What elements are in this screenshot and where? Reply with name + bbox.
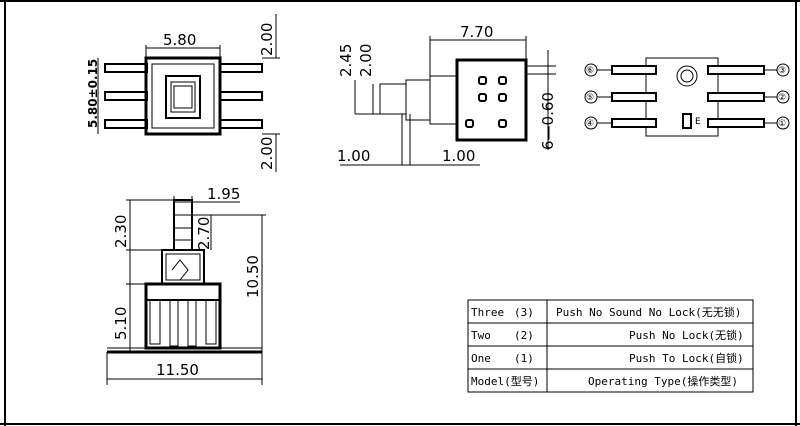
table-row-3-code: (3) (514, 306, 534, 319)
pin-1: ① (778, 119, 786, 129)
model-table: Three (3) Push No Sound No Lock(无无锁) Two… (467, 299, 754, 393)
pin-3: ③ (778, 66, 786, 76)
dim-side-stroke-a: 2.45 (337, 44, 355, 77)
dim-top-height: 5.80±0.15 (86, 59, 100, 128)
table-row-2-code: (2) (514, 329, 534, 342)
dim-front-button-inner: 2.70 (195, 217, 213, 250)
table-header-type: Operating Type(操作类型) (588, 374, 738, 388)
top-view: 5.80 5.80±0.15 2.00 2.00 (86, 14, 280, 172)
dim-front-body: 5.10 (112, 307, 130, 340)
dim-front-width: 11.50 (156, 361, 199, 379)
table-row-1-type: Push To Lock(自锁) (629, 351, 744, 365)
front-view: 1.95 2.30 2.70 10.50 5.10 11.50 (106, 185, 266, 385)
dim-front-height: 10.50 (244, 255, 262, 298)
dim-side-right: 1.00 (442, 147, 475, 165)
dim-side-left: 1.00 (337, 147, 370, 165)
table-row-1-model: One (471, 352, 491, 365)
dim-top-pin-upper: 2.00 (258, 23, 276, 56)
dim-side-pin: 6—0.60 (539, 92, 557, 150)
dim-front-top-width: 1.95 (207, 185, 240, 203)
side-view: 7.70 2.45 2.00 6—0.60 1.00 1.00 (337, 23, 557, 166)
dim-top-width: 5.80 (163, 31, 196, 49)
table-header-model: Model(型号) (471, 374, 539, 388)
pin-2: ② (778, 93, 786, 103)
table-row-3-type: Push No Sound No Lock(无无锁) (556, 305, 741, 319)
brand-logo-icon (676, 65, 698, 87)
dim-side-length: 7.70 (460, 23, 493, 41)
pin-layout: E ⑥ ⑤ ④ ③ ② ① (584, 57, 790, 137)
dim-top-pin-lower: 2.00 (258, 137, 276, 170)
table-row-2-model: Two (471, 329, 491, 342)
dim-side-stroke-b: 2.00 (357, 44, 375, 77)
pin-5: ⑤ (586, 93, 594, 103)
pin-6: ⑥ (586, 66, 594, 76)
table-row-3-model: Three (471, 306, 504, 319)
table-row-2-type: Push No Lock(无锁) (629, 328, 744, 342)
pin-marker: E (695, 117, 701, 127)
table-row-1-code: (1) (514, 352, 534, 365)
pin-4: ④ (586, 119, 594, 129)
dim-front-button: 2.30 (112, 215, 130, 248)
